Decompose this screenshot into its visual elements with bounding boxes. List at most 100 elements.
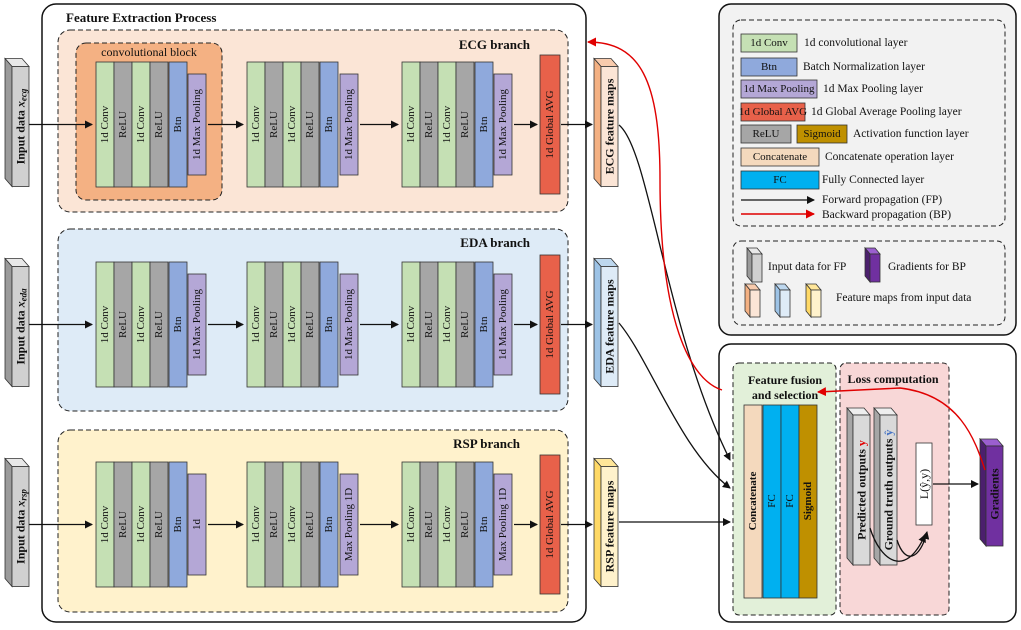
legend-fm-rsp-prism xyxy=(805,282,822,319)
legend-input-prism-front xyxy=(751,253,763,283)
legend-fm-ecg-prism-front xyxy=(749,289,761,318)
eda-block3-layer3-label: 1d Conv xyxy=(441,305,453,343)
rsp-feature-maps-prism xyxy=(593,457,619,588)
truth-to-loss-arrow xyxy=(896,531,930,557)
loss-function-label: L(ŷ,y) xyxy=(917,469,931,499)
rsp-block2-layer3-label: 1d Conv xyxy=(286,505,298,543)
input-ecg-prism-front xyxy=(11,66,30,187)
ecg-block2-layer4 xyxy=(300,61,320,188)
eda-global-avg-label: 1d Global AVG xyxy=(544,290,556,358)
rsp-feature-maps-prism-front xyxy=(600,466,619,587)
eda-feature-maps-prism xyxy=(593,257,619,388)
legend-swatch-label-4: 1d Global AVG xyxy=(739,106,807,118)
rsp-block3-layer5-label: Btn xyxy=(478,516,490,532)
ecg-block2-layer4-label: ReLU xyxy=(304,111,316,138)
ecg-to-fusion-arrow xyxy=(618,124,731,461)
rsp-block3-layer4-label: ReLU xyxy=(459,511,471,538)
gradients-prism-side xyxy=(979,437,987,548)
eda-block1-layer3-label: 1d Conv xyxy=(135,305,147,343)
predicted-outputs-text: Predicted outputs xyxy=(855,446,869,540)
input-eda-prism-side xyxy=(4,257,13,388)
ecg-block1-layer2-label: ReLU xyxy=(117,111,129,138)
eda-to-fusion-arrow xyxy=(618,322,731,489)
eda-block3-layer6 xyxy=(493,273,513,376)
legend-swatch-label-2: Btn xyxy=(761,61,777,73)
eda-block2-layer2-label: ReLU xyxy=(268,311,280,338)
input-rsp-prism xyxy=(4,457,30,588)
legend-desc-5: Activation function layer xyxy=(853,128,969,140)
eda-block3-layer2-label: ReLU xyxy=(423,311,435,338)
legend-input-fp-label: Input data for FP xyxy=(768,261,846,273)
legend-swatch-5 xyxy=(740,124,792,144)
legend-gradient-prism-side xyxy=(864,246,871,284)
ecg-block3-layer5 xyxy=(474,61,494,188)
rsp-block2-layer4-label: ReLU xyxy=(304,511,316,538)
ecg-block3-layer3-label: 1d Conv xyxy=(441,105,453,143)
rsp-block2-layer4 xyxy=(300,461,320,588)
eda-block1-layer5 xyxy=(168,261,188,388)
convolutional-block-label: convolutional block xyxy=(101,45,197,59)
ecg-block2-layer6-label: 1d Max Pooling xyxy=(343,89,355,160)
legend-gradient-prism-front xyxy=(869,253,881,283)
fusion-layer-label-1: Concatenate xyxy=(747,472,759,531)
ecg-block2-layer6 xyxy=(339,73,359,176)
eda-feature-maps-prism-side xyxy=(593,257,602,388)
legend-fm-eda-prism-side xyxy=(774,282,781,319)
loss-title: Loss computation xyxy=(847,372,938,386)
ecg-block1-layer3-label: 1d Conv xyxy=(135,105,147,143)
rsp-block1-layer4 xyxy=(149,461,169,588)
input-rsp-label: Input data xrsp xyxy=(14,489,29,564)
predicted-outputs-prism xyxy=(846,406,871,567)
legend-desc-7: Fully Connected layer xyxy=(822,174,924,186)
rsp-block3-layer1-label: 1d Conv xyxy=(405,505,417,543)
ground-truth-prism-front xyxy=(879,414,898,566)
legend-swatch-sigmoid xyxy=(796,124,848,144)
fusion-layer-label-4: Sigmoid xyxy=(802,482,814,521)
ecg-block3-layer5-label: Btn xyxy=(478,116,490,132)
input-label-text: Input data xyxy=(14,107,28,164)
eda-global-avg-layer xyxy=(539,254,561,395)
ground-truth-text: Ground truth outputs xyxy=(882,436,896,551)
ecg-block2-layer2-label: ReLU xyxy=(268,111,280,138)
legend-inputs-panel xyxy=(732,240,1006,326)
rsp-block1-layer6-label: 1d xyxy=(191,519,203,531)
input-rsp-prism-front xyxy=(11,466,30,587)
ecg-feature-maps-prism xyxy=(593,57,619,188)
ecg-branch-title: ECG branch xyxy=(459,37,531,52)
eda-block3-layer6-label: 1d Max Pooling xyxy=(497,289,509,360)
eda-block1-layer5-label: Btn xyxy=(172,316,184,332)
rsp-block2-layer6-label: Max Pooling 1D xyxy=(343,488,355,561)
input-label-var: x xyxy=(14,501,28,508)
legend-desc-6: Concatenate operation layer xyxy=(825,151,954,163)
legend-fm-ecg-prism xyxy=(744,282,761,319)
ecg-block1-layer6 xyxy=(187,73,207,176)
ecg-block1-layer4 xyxy=(149,61,169,188)
eda-block2-layer1-label: 1d Conv xyxy=(250,305,262,343)
rsp-block2-layer5-label: Btn xyxy=(323,516,335,532)
rsp-global-avg-label: 1d Global AVG xyxy=(544,490,556,558)
bp-to-extraction-arrow xyxy=(587,37,723,391)
eda-block1-layer6 xyxy=(187,273,207,376)
ecg-global-avg-layer xyxy=(539,54,561,195)
gradients-label: Gradients xyxy=(988,468,1002,520)
rsp-block2-layer6 xyxy=(339,473,359,576)
ecg-block1-layer4-label: ReLU xyxy=(153,111,165,138)
legend-desc-2: Batch Normalization layer xyxy=(803,61,925,73)
eda-block2-layer5-label: Btn xyxy=(323,316,335,332)
ecg-block2-layer3-label: 1d Conv xyxy=(286,105,298,143)
legend-fm-eda-prism-front xyxy=(779,289,791,318)
eda-block1-layer2-label: ReLU xyxy=(117,311,129,338)
rsp-block3-layer5 xyxy=(474,461,494,588)
rsp-block1-layer4-label: ReLU xyxy=(153,511,165,538)
rsp-block1-layer6 xyxy=(187,473,207,576)
legend-swatch-label-7: FC xyxy=(773,174,786,186)
rsp-block3-layer6 xyxy=(493,473,513,576)
input-eda-prism xyxy=(4,257,30,388)
rsp-branch-title: RSP branch xyxy=(453,436,521,451)
ecg-block2-layer5-label: Btn xyxy=(323,116,335,132)
predicted-outputs-prism-side xyxy=(846,406,854,567)
rsp-block1-layer1-label: 1d Conv xyxy=(99,505,111,543)
rsp-block3-layer2-label: ReLU xyxy=(423,511,435,538)
rsp-block1-layer2-label: ReLU xyxy=(117,511,129,538)
